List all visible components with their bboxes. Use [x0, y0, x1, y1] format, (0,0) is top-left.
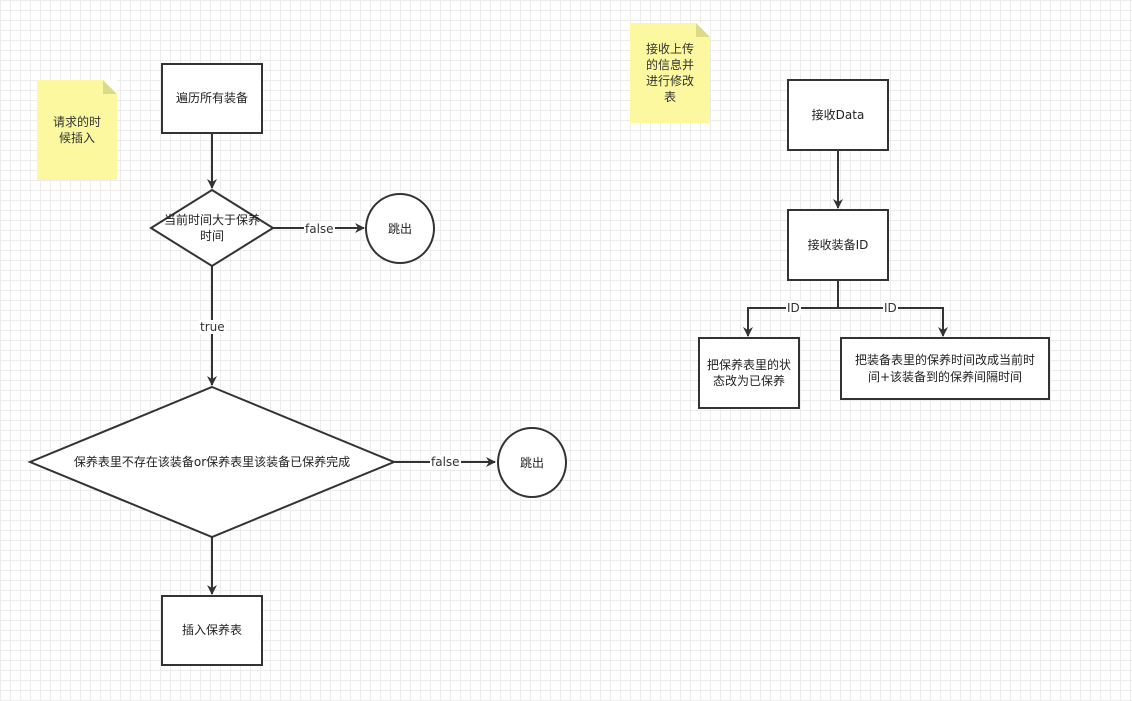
- node-exit-1[interactable]: 跳出: [365, 193, 435, 264]
- node-update-maintenance-status[interactable]: 把保养表里的状态改为已保养: [698, 337, 800, 409]
- node-receive-data-label: 接收Data: [811, 107, 865, 122]
- node-update-maintenance-status-label: 把保养表里的状态改为已保养: [707, 357, 792, 388]
- edge-label-id-left: ID: [786, 301, 801, 315]
- node-traverse-equipment-label: 遍历所有装备: [175, 91, 248, 106]
- node-receive-equipment-id[interactable]: 接收装备ID: [787, 209, 889, 281]
- node-exit-2-label: 跳出: [519, 456, 544, 470]
- node-exit-2[interactable]: 跳出: [497, 427, 567, 498]
- node-insert-maintenance-label: 插入保养表: [181, 623, 242, 638]
- node-insert-maintenance[interactable]: 插入保养表: [161, 595, 263, 666]
- decision2-label: 保养表里不存在该装备or保养表里该装备已保养完成: [73, 454, 351, 469]
- edge-id-right[interactable]: [838, 307, 948, 337]
- decision1-label: 当前时间大于保养时间: [163, 212, 260, 243]
- edge-label-true: true: [199, 320, 226, 334]
- node-receive-equipment-id-label: 接收装备ID: [807, 237, 869, 252]
- edge-label-false-2: false: [430, 455, 461, 469]
- node-update-equipment-time-label: 把装备表里的保养时间改成当前时间+该装备到的保养间隔时间: [854, 353, 1035, 384]
- node-exit-1-label: 跳出: [387, 222, 412, 236]
- note-left-text: 请求的时候插入: [52, 114, 101, 145]
- node-update-equipment-time[interactable]: 把装备表里的保养时间改成当前时间+该装备到的保养间隔时间: [840, 337, 1050, 400]
- edge-label-id-right: ID: [883, 301, 898, 315]
- edge-label-false-1: false: [304, 222, 335, 236]
- note-left[interactable]: 请求的时候插入: [37, 80, 117, 180]
- note-right-text: 接收上传的信息并进行修改表: [645, 41, 694, 105]
- node-traverse-equipment[interactable]: 遍历所有装备: [161, 63, 263, 134]
- note-right[interactable]: 接收上传的信息并进行修改表: [630, 23, 710, 123]
- note-fold: [103, 80, 117, 94]
- note-fold: [696, 23, 710, 37]
- node-receive-data[interactable]: 接收Data: [787, 79, 889, 151]
